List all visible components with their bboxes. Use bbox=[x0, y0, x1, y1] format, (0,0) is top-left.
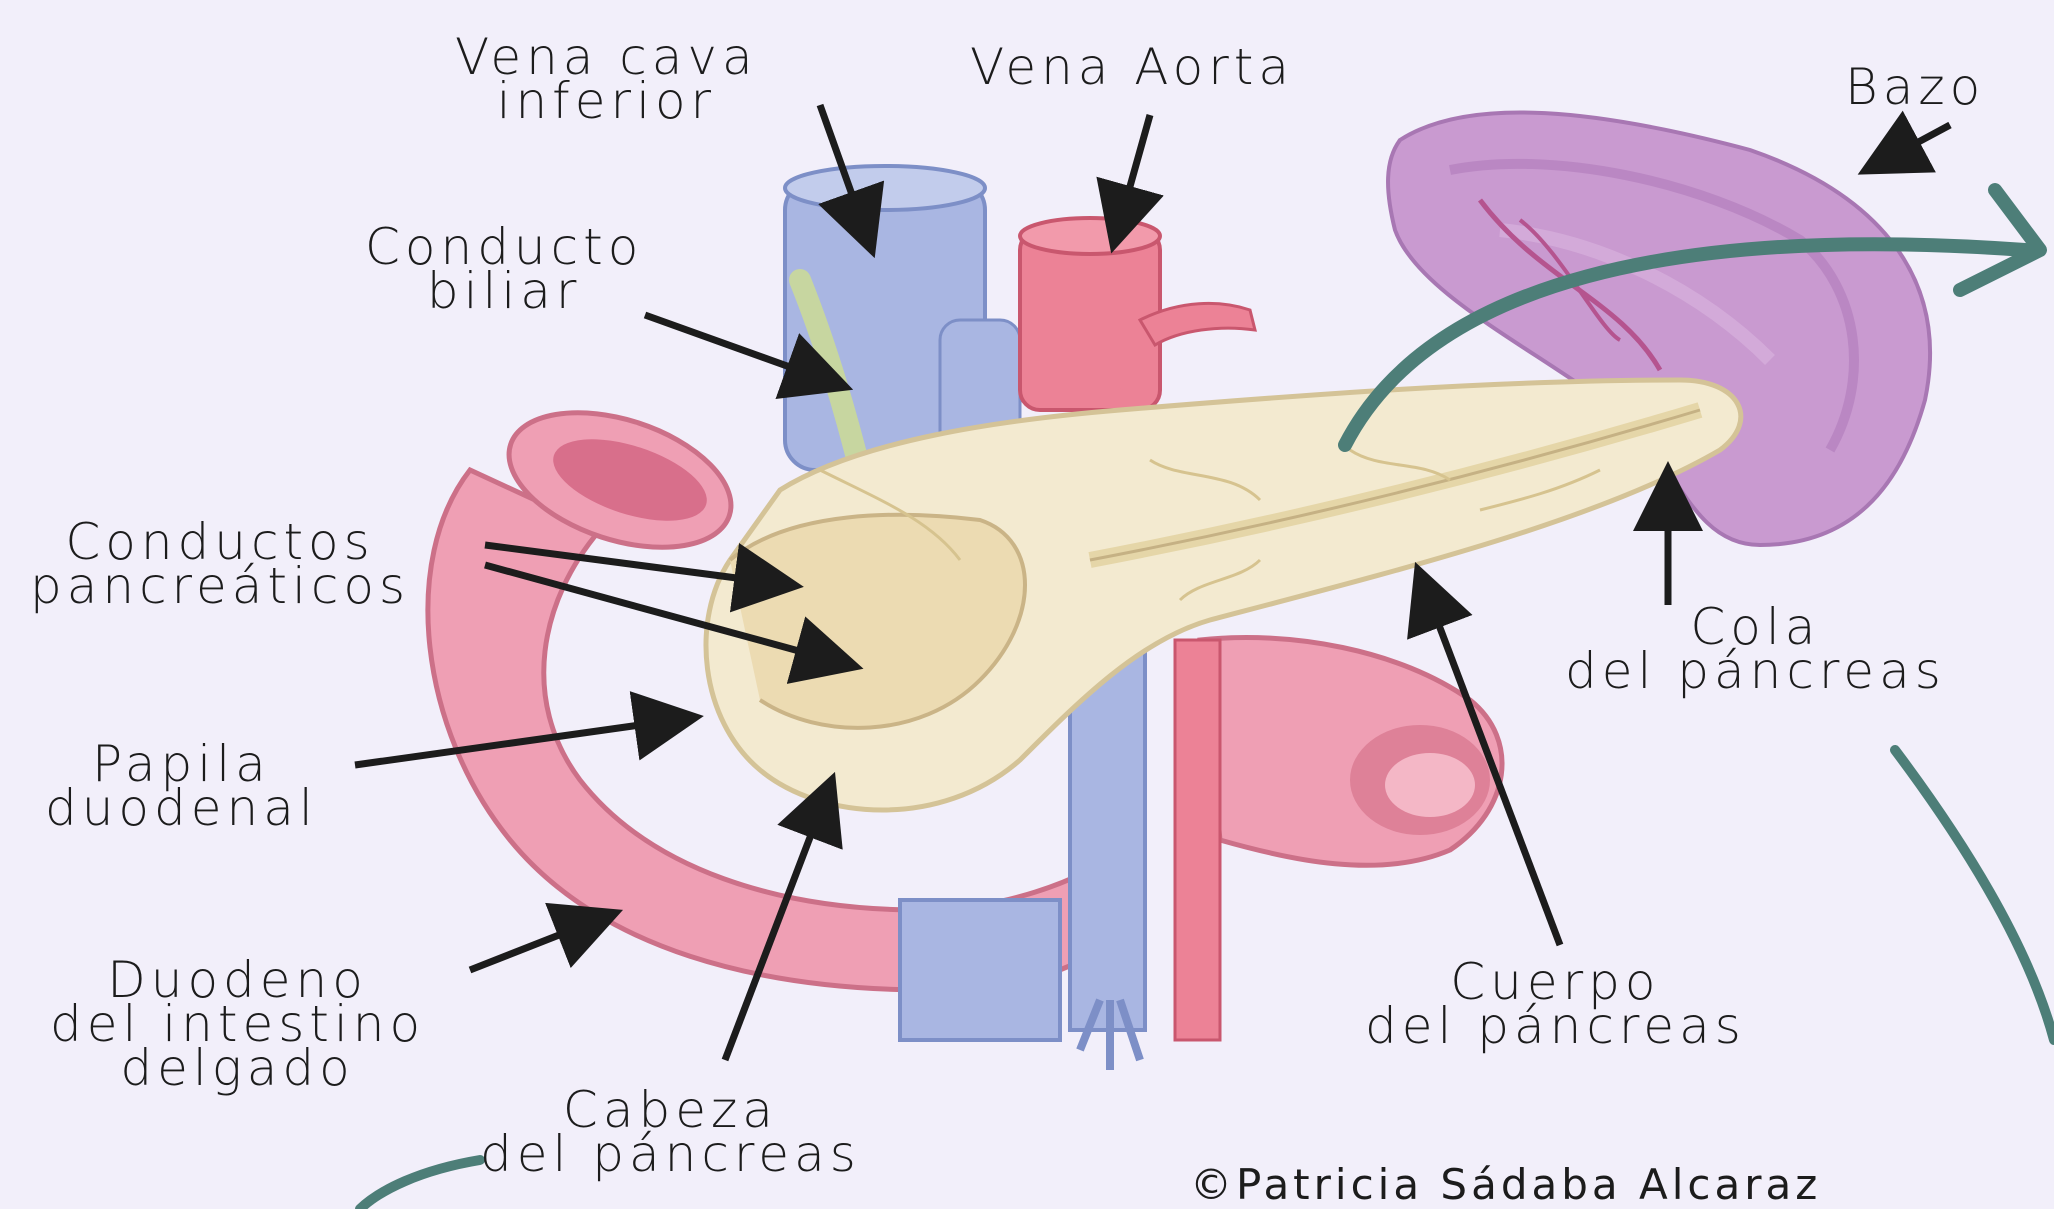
label-cola: Cola del páncreas bbox=[1565, 605, 1946, 693]
label-cabeza: Cabeza del páncreas bbox=[480, 1088, 861, 1176]
pointer-duodeno bbox=[470, 915, 610, 970]
label-bazo: Bazo bbox=[1845, 65, 1985, 109]
teal-curve-bottom bbox=[360, 1160, 480, 1209]
label-papila-l2: duodenal bbox=[45, 786, 318, 830]
label-vena-aorta-l1: Vena Aorta bbox=[970, 45, 1294, 89]
pointer-bazo bbox=[1870, 125, 1950, 168]
label-cuerpo: Cuerpo del páncreas bbox=[1365, 960, 1746, 1048]
label-cola-l2: del páncreas bbox=[1565, 649, 1946, 693]
label-conductos-pancreaticos: Conductos pancreáticos bbox=[30, 520, 410, 608]
label-vena-cava-l2: inferior bbox=[455, 79, 758, 123]
label-cuerpo-l2: del páncreas bbox=[1365, 1004, 1746, 1048]
credit-text: ©Patricia Sádaba Alcaraz bbox=[1190, 1160, 1821, 1209]
label-vena-aorta: Vena Aorta bbox=[970, 45, 1294, 89]
teal-curve-right bbox=[1895, 750, 2054, 1040]
label-duodeno: Duodeno del intestino delgado bbox=[50, 958, 425, 1090]
label-papila-duodenal: Papila duodenal bbox=[45, 742, 318, 830]
label-vena-cava: Vena cava inferior bbox=[455, 35, 758, 123]
label-conductos-l2: pancreáticos bbox=[30, 564, 410, 608]
label-cabeza-l2: del páncreas bbox=[480, 1132, 861, 1176]
label-conducto-biliar: Conducto biliar bbox=[365, 225, 643, 313]
label-bazo-l1: Bazo bbox=[1845, 65, 1985, 109]
